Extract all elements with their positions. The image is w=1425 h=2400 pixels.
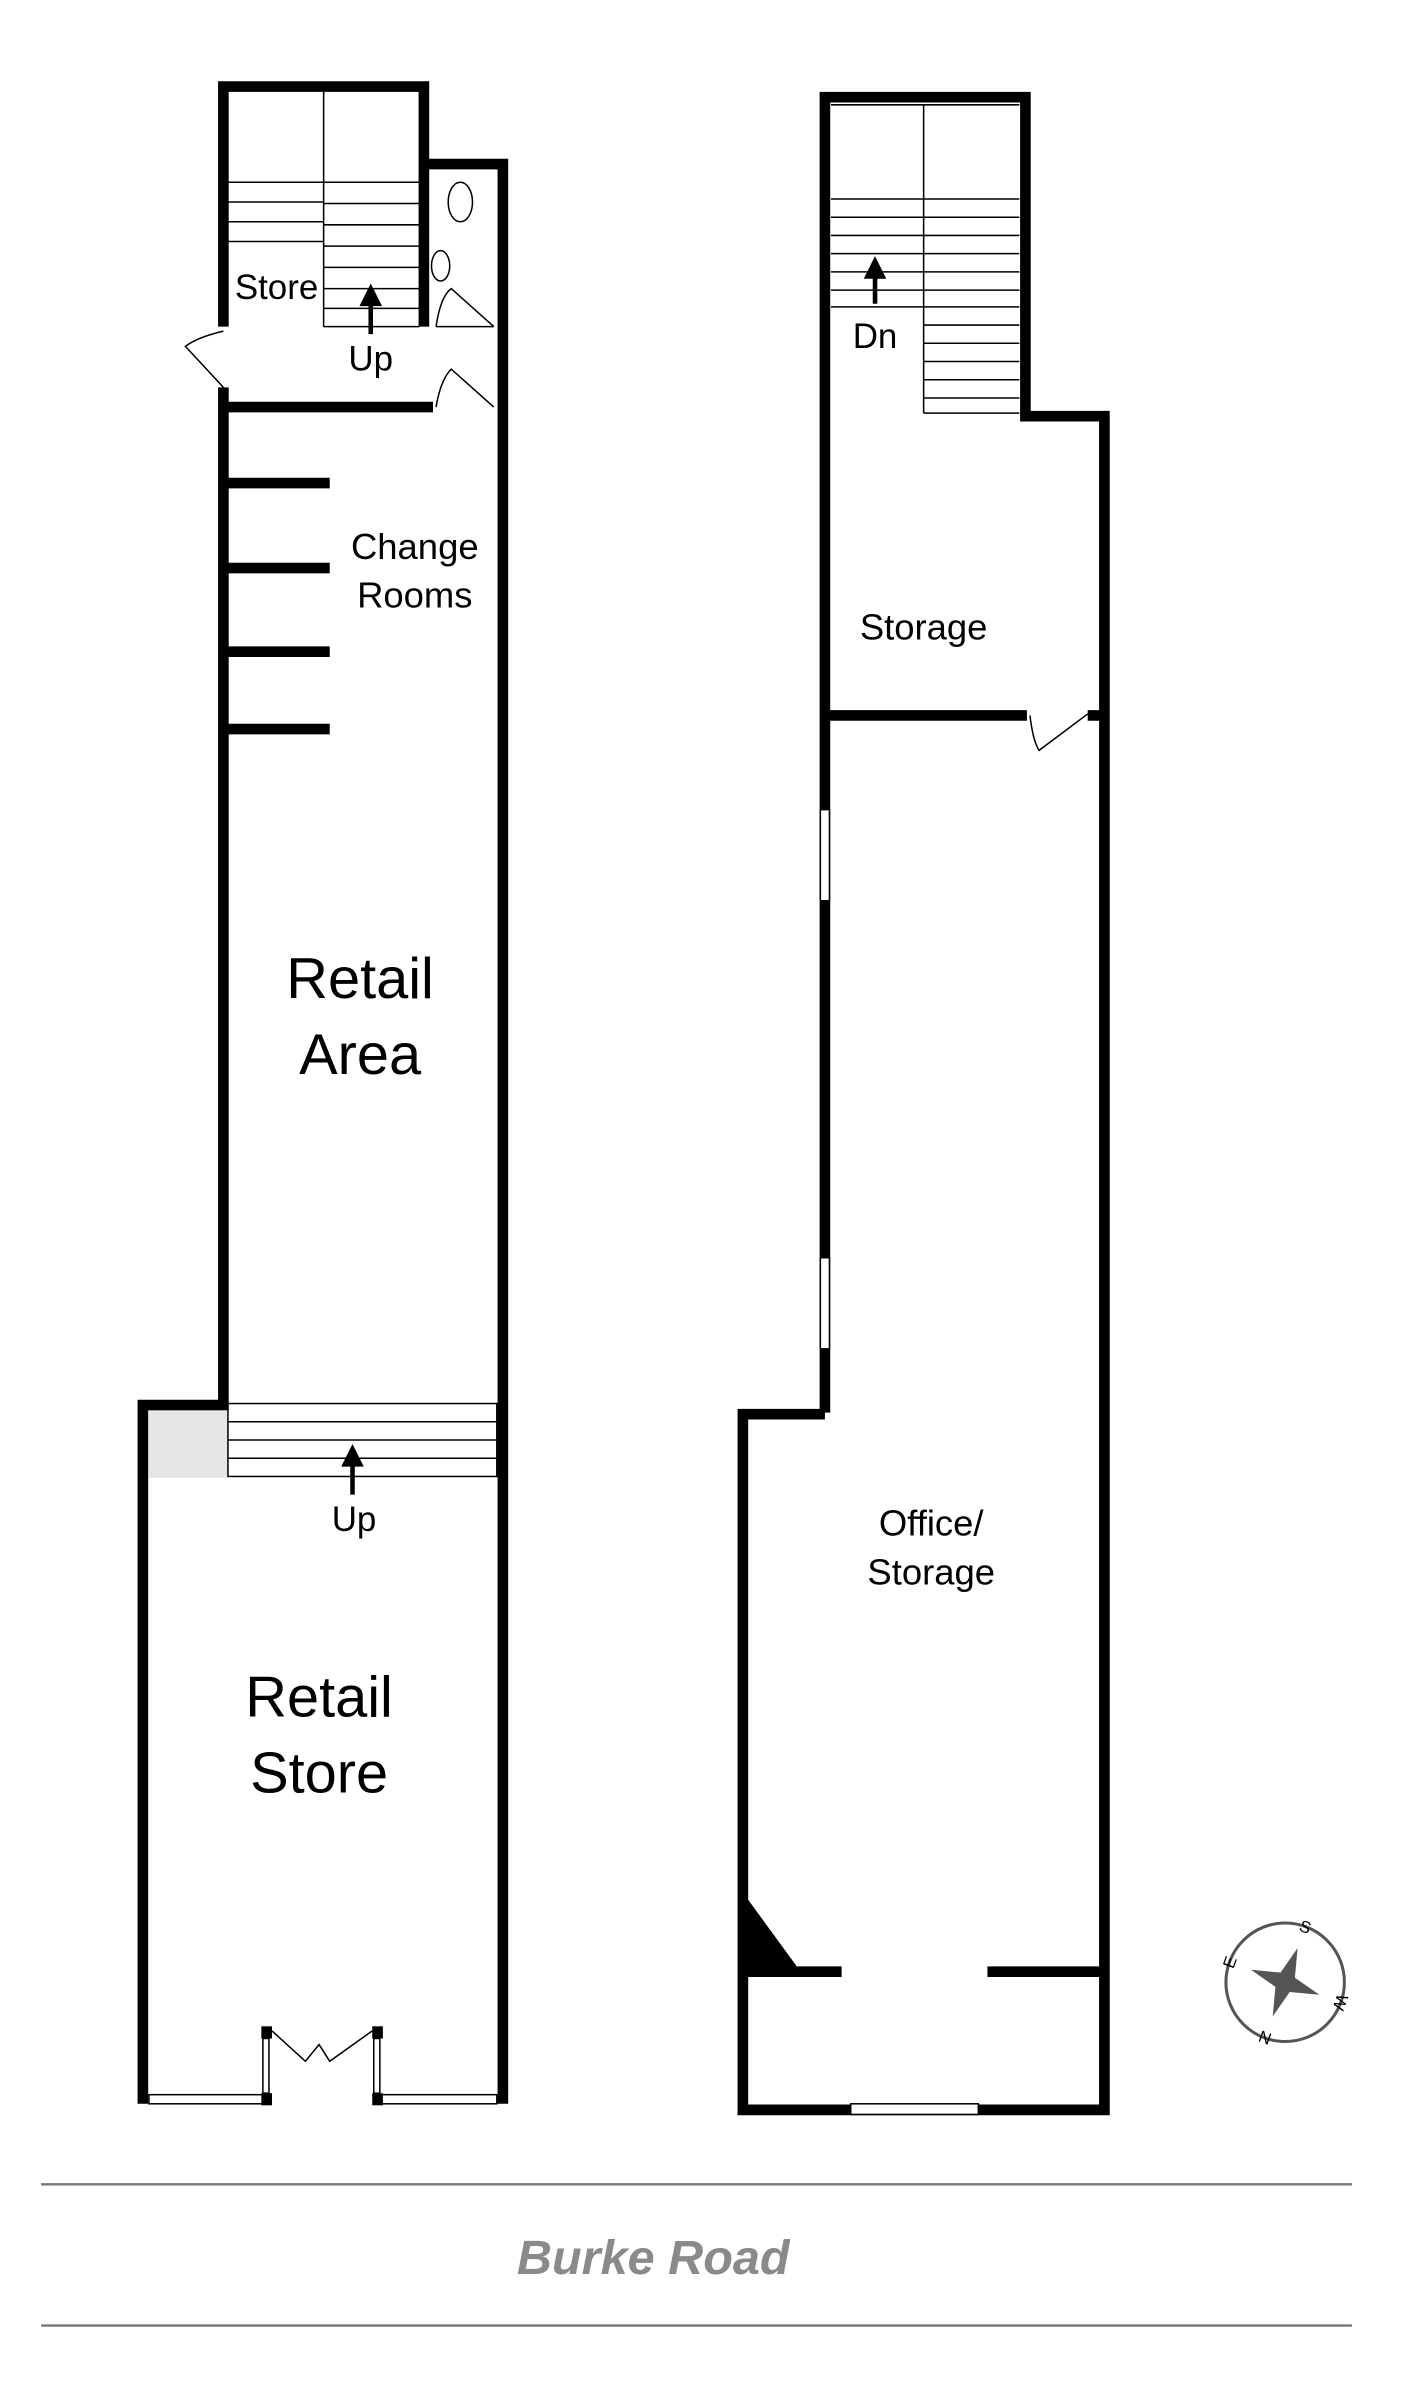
ground-floor-plan: Store Up Change Rooms Retail Area Up Ret… [137,81,509,2106]
staircase-top-right [830,104,1020,414]
room-label-retail-area-2: Area [299,1023,422,1087]
room-label-store: Store [235,268,318,307]
room-label-office-2: Storage [867,1551,995,1592]
room-label-retail-store-1: Retail [245,1665,393,1729]
compass-e: E [1219,1954,1241,1971]
compass-w: W [1329,1992,1352,2014]
staircase-mid [227,1402,498,1478]
basin-icon [430,249,451,282]
room-label-change-rooms-1: Change [351,526,479,567]
staircase-top [227,91,420,328]
room-label-retail-store-2: Store [250,1741,388,1805]
compass-s: S [1297,1916,1314,1938]
room-label-retail-area-1: Retail [286,947,434,1011]
arrow-up-icon [359,283,383,335]
shopfront [148,2026,498,2106]
change-room-partitions [223,477,330,735]
room-label-change-rooms-2: Rooms [357,575,472,616]
arrow-icon [863,256,887,304]
stairs-label-dn: Dn [853,317,898,356]
street-name: Burke Road [517,2231,791,2285]
room-label-storage: Storage [860,606,988,647]
compass-n: N [1256,2026,1274,2048]
first-floor-plan: Dn Storage Office/ Storage [737,91,1110,2116]
toilet-icon [447,181,474,223]
chimney-wedge [747,1898,801,1972]
room-label-office-1: Office/ [879,1503,985,1544]
stairs-label-up: Up [348,340,393,379]
compass-icon: E S W N [1219,1916,1352,2048]
stairs-label-up-mid: Up [332,1500,377,1539]
arrow-up-icon [341,1444,364,1495]
